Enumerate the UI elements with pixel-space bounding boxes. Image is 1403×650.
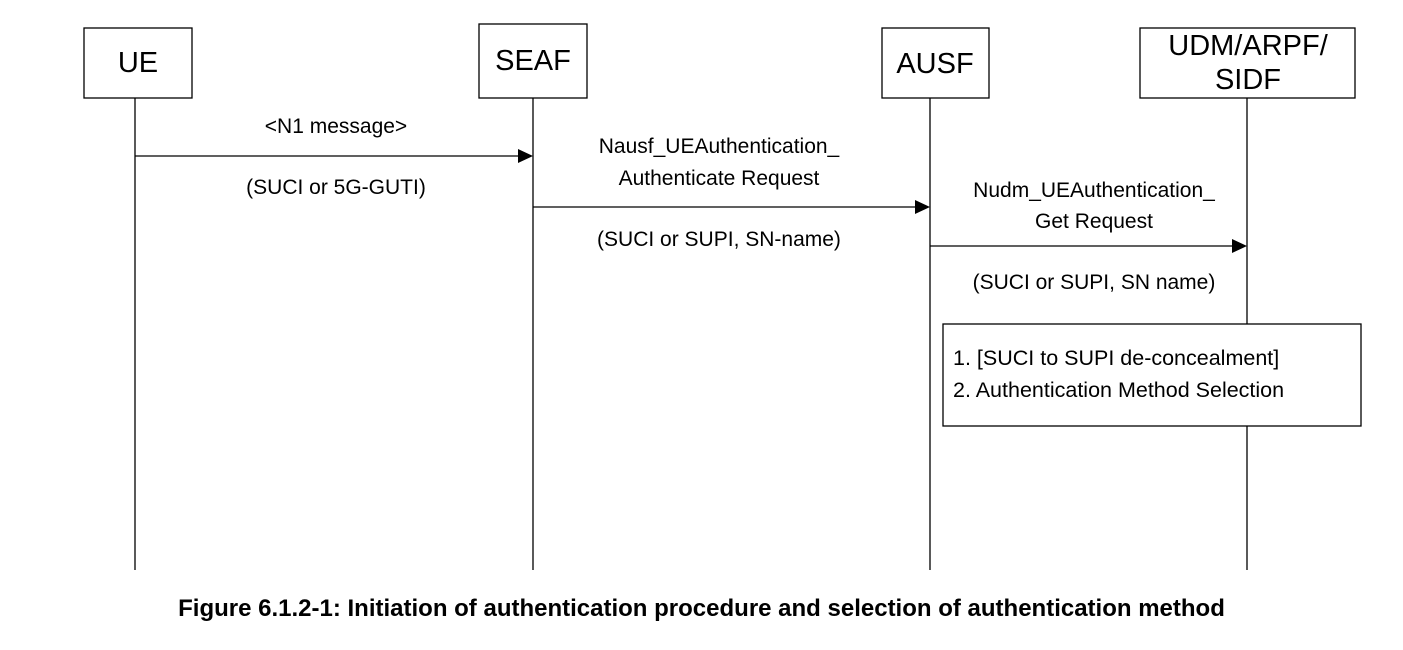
message-nausf-params: (SUCI or SUPI, SN-name) [597, 228, 841, 251]
message-n1-label: <N1 message> [265, 115, 407, 138]
message-nausf-arrowhead [915, 200, 930, 214]
message-n1-arrowhead [518, 149, 533, 163]
message-nausf-label-line2: Authenticate Request [619, 167, 820, 190]
entity-udm: UDM/ARPF/ SIDF [1139, 27, 1356, 99]
message-nudm-label-line2: Get Request [1035, 210, 1153, 233]
message-nudm-arrowhead [1232, 239, 1247, 253]
sequence-diagram: UE SEAF AUSF UDM/ARPF/ SIDF <N1 message>… [83, 23, 1362, 570]
entity-ue-label: UE [118, 47, 158, 79]
entity-ausf: AUSF [881, 27, 990, 99]
step-box-line1: 1. [SUCI to SUPI de-concealment] [953, 346, 1279, 370]
message-nudm-params: (SUCI or SUPI, SN name) [973, 271, 1216, 294]
step-box: 1. [SUCI to SUPI de-concealment] 2. Auth… [942, 323, 1362, 427]
entity-ue: UE [83, 27, 193, 99]
message-nudm: Nudm_UEAuthentication_ Get Request (SUCI… [930, 179, 1247, 294]
message-nausf: Nausf_UEAuthentication_ Authenticate Req… [533, 135, 930, 251]
message-nausf-label-line1: Nausf_UEAuthentication_ [599, 135, 840, 158]
entity-ausf-label: AUSF [896, 48, 973, 80]
message-n1: <N1 message> (SUCI or 5G-GUTI) [135, 115, 533, 199]
entity-udm-label-line2: SIDF [1215, 64, 1281, 96]
figure-caption: Figure 6.1.2-1: Initiation of authentica… [178, 595, 1225, 622]
entity-seaf: SEAF [478, 23, 588, 99]
message-n1-params: (SUCI or 5G-GUTI) [246, 176, 426, 199]
entity-seaf-label: SEAF [495, 45, 571, 77]
step-box-line2: 2. Authentication Method Selection [953, 378, 1284, 402]
entity-udm-label-line1: UDM/ARPF/ [1168, 30, 1328, 62]
message-nudm-label-line1: Nudm_UEAuthentication_ [973, 179, 1215, 202]
